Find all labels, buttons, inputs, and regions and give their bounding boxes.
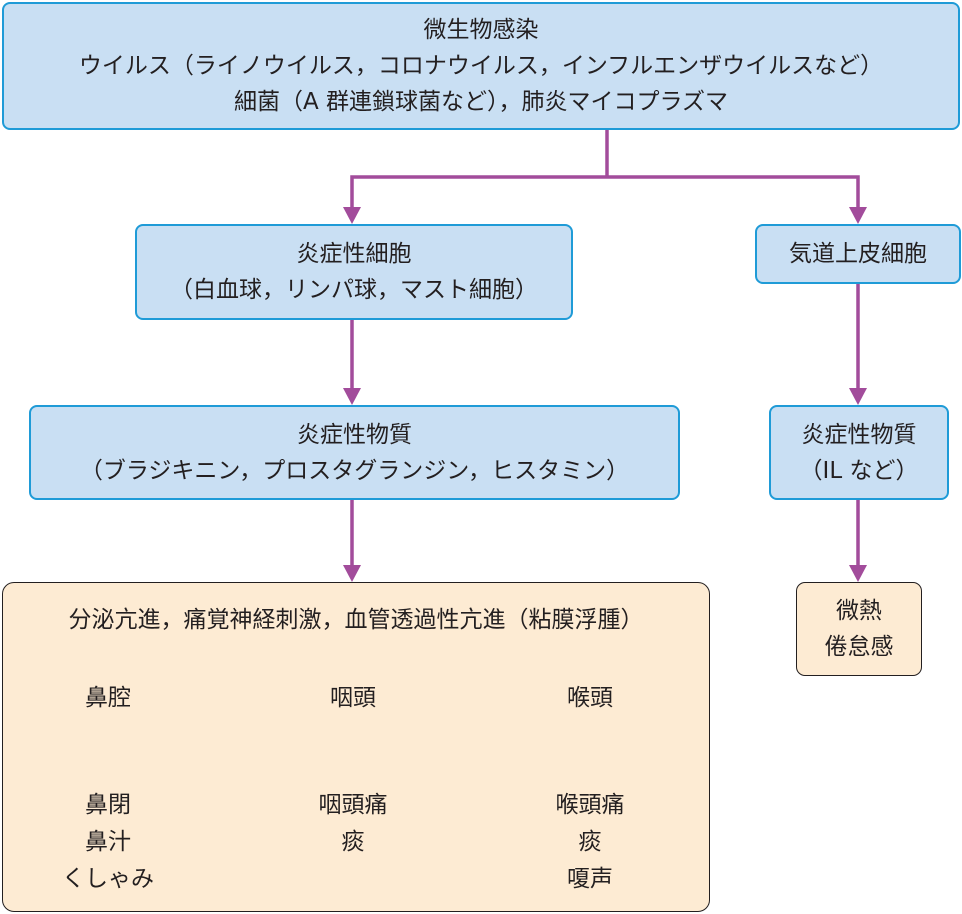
node-inflammatory-mediators-left: 炎症性物質 （ブラジキニン，プロスタグランジン，ヒスタミン） — [29, 405, 680, 500]
mechanism-text: 分泌亢進，痛覚神経刺激，血管透過性亢進（粘膜浮腫） — [68, 607, 644, 633]
symptom: 嗄声 — [567, 866, 613, 892]
node-title: 炎症性物質 — [801, 421, 917, 448]
site-label: 咽頭 — [330, 685, 376, 711]
node-detail: （白血球，リンパ球，マスト細胞） — [170, 277, 538, 303]
virus-list: ウイルス（ライノウイルス，コロナウイルス，インフルエンザウイルスなど） — [78, 53, 884, 79]
arrow-branch-to-inflammatory-cells — [350, 175, 607, 212]
arrowhead-icon — [849, 565, 867, 582]
node-detail: （IL など） — [799, 457, 919, 484]
site-larynx: 喉頭 — [530, 680, 650, 717]
node-systemic-effects: 微熱 倦怠感 — [796, 582, 922, 676]
node-title: 微生物感染 — [423, 17, 539, 43]
symptom: 倦怠感 — [824, 634, 894, 660]
symptom: 痰 — [578, 829, 602, 855]
site-label: 鼻腔 — [85, 685, 131, 711]
symptom: 微熱 — [836, 598, 882, 624]
symptoms-pharynx: 咽頭痛 痰 — [273, 787, 433, 861]
node-title: 炎症性細胞 — [296, 241, 412, 267]
arrow-branch-to-airway-epithelium — [607, 175, 860, 212]
node-title: 炎症性物質 — [297, 421, 412, 448]
site-label: 喉頭 — [567, 685, 613, 711]
arrowhead-icon — [343, 388, 361, 405]
local-effects-header: 分泌亢進，痛覚神経刺激，血管透過性亢進（粘膜浮腫） — [2, 602, 710, 639]
symptom: 咽頭痛 — [318, 792, 388, 818]
arrowhead-icon — [343, 565, 361, 582]
node-title: 気道上皮細胞 — [789, 241, 927, 267]
site-pharynx: 咽頭 — [293, 680, 413, 717]
node-detail: （ブラジキニン，プロスタグランジン，ヒスタミン） — [79, 457, 630, 484]
symptom: くしゃみ — [62, 866, 154, 892]
bacteria-list: 細菌（A 群連鎖球菌など），肺炎マイコプラズマ — [233, 89, 729, 115]
arrowhead-icon — [343, 207, 361, 224]
node-inflammatory-cells: 炎症性細胞 （白血球，リンパ球，マスト細胞） — [135, 224, 573, 320]
symptom: 喉頭痛 — [555, 792, 625, 818]
arrowhead-icon — [849, 388, 867, 405]
node-microbial-infection: 微生物感染 ウイルス（ライノウイルス，コロナウイルス，インフルエンザウイルスなど… — [2, 2, 960, 130]
arrowhead-icon — [849, 207, 867, 224]
node-airway-epithelial-cells: 気道上皮細胞 — [755, 224, 961, 284]
node-inflammatory-mediators-right: 炎症性物質 （IL など） — [769, 405, 949, 500]
symptom: 鼻閉 — [85, 792, 131, 818]
symptoms-nasal-cavity: 鼻閉 鼻汁 くしゃみ — [28, 787, 188, 898]
symptom: 鼻汁 — [85, 829, 131, 855]
node-local-effects — [2, 582, 710, 912]
site-nasal-cavity: 鼻腔 — [48, 680, 168, 717]
symptoms-larynx: 喉頭痛 痰 嗄声 — [510, 787, 670, 898]
symptom: 痰 — [341, 829, 365, 855]
